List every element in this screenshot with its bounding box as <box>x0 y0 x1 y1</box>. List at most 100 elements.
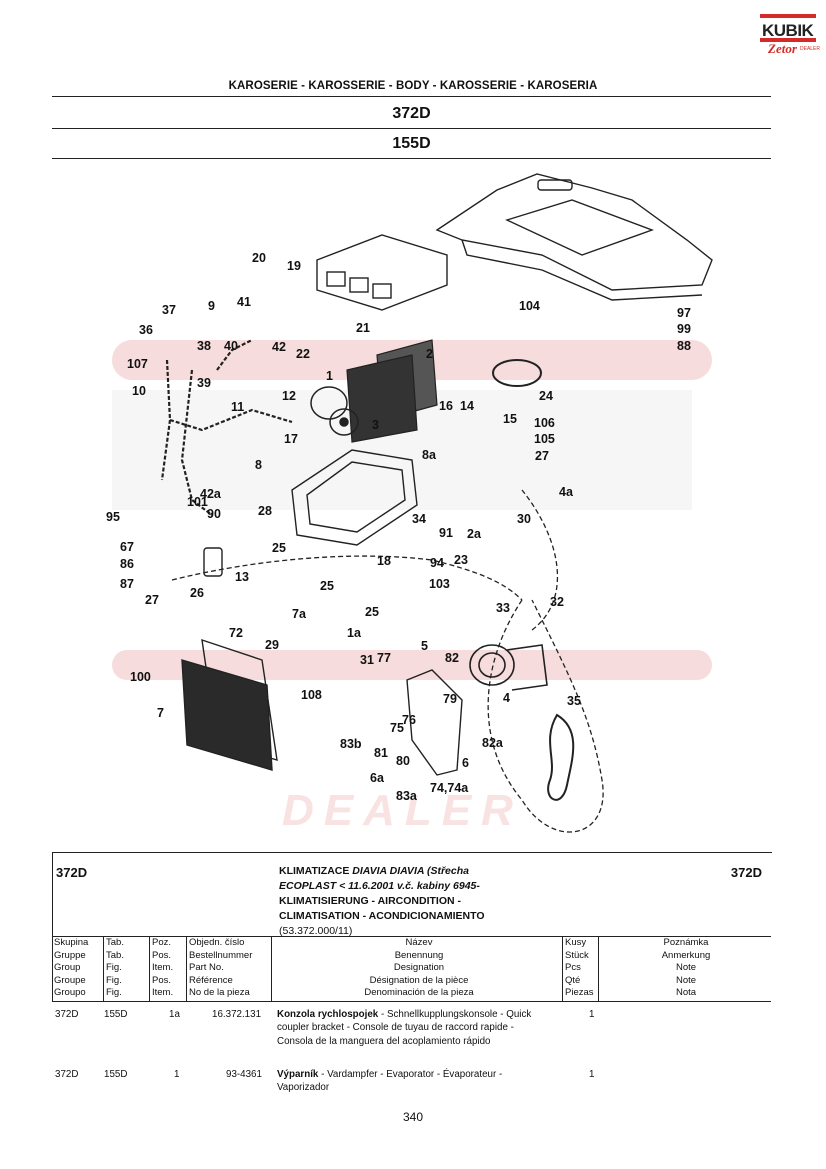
column-header-part-no: Objedn. číslo Bestellnummer Part No. Réf… <box>186 937 269 1001</box>
compressor-bracket-6 <box>406 669 463 776</box>
callout-label: 74,74a <box>430 781 469 795</box>
column-label: Gruppe <box>54 949 86 961</box>
callout-label: 6 <box>462 756 469 770</box>
cell-position: 1a <box>169 1009 180 1020</box>
part-name-translations: - Vardampfer - Evaporator - Évaporateur … <box>277 1069 503 1094</box>
compressor-pulley <box>469 644 515 686</box>
callout-label: 35 <box>567 694 581 708</box>
callout-label: 104 <box>519 299 540 313</box>
column-label: Fig. <box>106 974 122 986</box>
compressor-pulley-inner <box>478 652 506 678</box>
callout-label: 95 <box>106 510 120 524</box>
harness-wire <box>216 339 253 371</box>
refrigerant-line <box>171 555 523 601</box>
logo-sub-brand: Zetor <box>768 41 797 56</box>
callout-label: 38 <box>197 339 211 353</box>
title-italic: DIAVIA DIAVIA (Střecha <box>352 865 469 877</box>
callout-label: 81 <box>374 746 388 760</box>
callout-label: 21 <box>356 321 370 335</box>
cell-name: Výparník - Vardampfer - Evaporator - Éva… <box>277 1068 545 1095</box>
callout-label: 24 <box>539 389 553 403</box>
cell-qty: 1 <box>589 1069 595 1080</box>
callout-label: 14 <box>460 399 474 413</box>
cell-table: 155D <box>104 1009 128 1020</box>
column-label: Kusy <box>565 937 587 948</box>
column-label: No de la pieza <box>189 987 250 998</box>
callout-label: 90 <box>207 507 221 521</box>
callout-label: 101 <box>187 495 208 509</box>
callout-label: 17 <box>284 432 298 446</box>
column-label: Fig. <box>106 962 122 973</box>
callout-label: 76 <box>402 713 416 727</box>
callout-label: 28 <box>258 504 272 518</box>
exploded-parts-diagram: DEALER <box>52 160 771 850</box>
section-code-right: 372D <box>730 865 762 880</box>
parts-table-header: Skupina Gruppe Group Groupe Groupo Tab. … <box>52 936 771 1002</box>
callout-label: 25 <box>272 541 286 555</box>
callout-label: 7a <box>292 607 307 621</box>
title-line: CLIMATISATION - ACONDICIONAMIENTO <box>279 909 579 924</box>
column-label: Benennung <box>394 949 444 961</box>
column-header-qty: Kusy Stück Pcs Qté Piezas <box>562 937 597 1001</box>
vent-slot <box>349 277 369 293</box>
callout-label: 72 <box>229 626 243 640</box>
group-code: 372D <box>392 105 431 122</box>
callout-label: 87 <box>120 577 134 591</box>
blower-hub <box>339 417 349 427</box>
cell-qty: 1 <box>589 1009 595 1020</box>
callout-label: 10 <box>132 384 146 398</box>
callout-label: 79 <box>443 692 457 706</box>
blower-wheel <box>310 386 348 420</box>
column-label: Denominación de la pieza <box>364 987 474 998</box>
callout-label: 33 <box>496 601 510 615</box>
callout-label: 107 <box>127 357 148 371</box>
compressor-body <box>506 644 548 691</box>
housing-body <box>316 234 448 311</box>
callout-labels: 20 19 104 97 99 88 37 9 41 36 42 21 22 2… <box>106 251 691 803</box>
column-label: Groupo <box>54 987 86 998</box>
section-title-block: KLIMATIZACE DIAVIA DIAVIA (Střecha ECOPL… <box>279 864 579 939</box>
evaporator-core-1 <box>346 354 418 443</box>
logo-sub-label: DEALER <box>800 46 821 52</box>
parts-section-header: 372D 372D KLIMATIZACE DIAVIA DIAVIA (Stř… <box>52 852 772 1001</box>
refrigerant-lines <box>171 489 604 833</box>
callout-label: 83b <box>340 737 362 751</box>
column-label: Piezas <box>565 987 594 998</box>
callout-label: 5 <box>421 639 428 653</box>
title-line: ECOPLAST < 11.6.2001 v.č. kabiny 6945- <box>279 879 579 894</box>
callout-label: 8 <box>255 458 262 472</box>
callout-label: 99 <box>677 322 691 336</box>
table-row: 372D 155D 1a 16.372.131 Konzola rychlosp… <box>52 1008 771 1064</box>
callout-label: 77 <box>377 651 391 665</box>
vent-housing <box>316 234 448 311</box>
logo-brand-name: KUBIK <box>762 21 814 40</box>
callout-label: 82 <box>445 651 459 665</box>
column-label: Part No. <box>189 962 224 973</box>
callout-label: 1 <box>326 369 333 383</box>
cell-position: 1 <box>174 1069 180 1080</box>
column-label: Tab. <box>106 949 124 961</box>
callout-label: 12 <box>282 389 296 403</box>
callout-label: 22 <box>296 347 310 361</box>
divider <box>52 128 771 129</box>
callout-label: 83a <box>396 789 418 803</box>
title-line: KLIMATIZACE DIAVIA DIAVIA (Střecha <box>279 864 579 879</box>
wiring-harness <box>160 339 293 516</box>
callout-label: 7 <box>157 706 164 720</box>
column-label: Group <box>54 962 81 973</box>
callout-label: 67 <box>120 540 134 554</box>
part-name-primary: Konzola rychlospojek <box>277 1009 379 1020</box>
column-header-note: Poznámka Anmerkung Note Note Nota <box>598 937 771 1001</box>
callout-label: 23 <box>454 553 468 567</box>
column-label: Groupe <box>54 974 86 986</box>
callout-label: 100 <box>130 670 151 684</box>
callout-label: 25 <box>365 605 379 619</box>
callout-label: 39 <box>197 376 211 390</box>
roof-tray-104 <box>435 173 713 301</box>
tray-rim <box>461 239 703 301</box>
column-label: Bestellnummer <box>189 949 253 961</box>
callout-label: 91 <box>439 526 453 540</box>
column-header-group: Skupina Gruppe Group Groupe Groupo <box>52 937 102 1001</box>
column-label: Pcs <box>565 962 581 973</box>
callout-label: 13 <box>235 570 249 584</box>
